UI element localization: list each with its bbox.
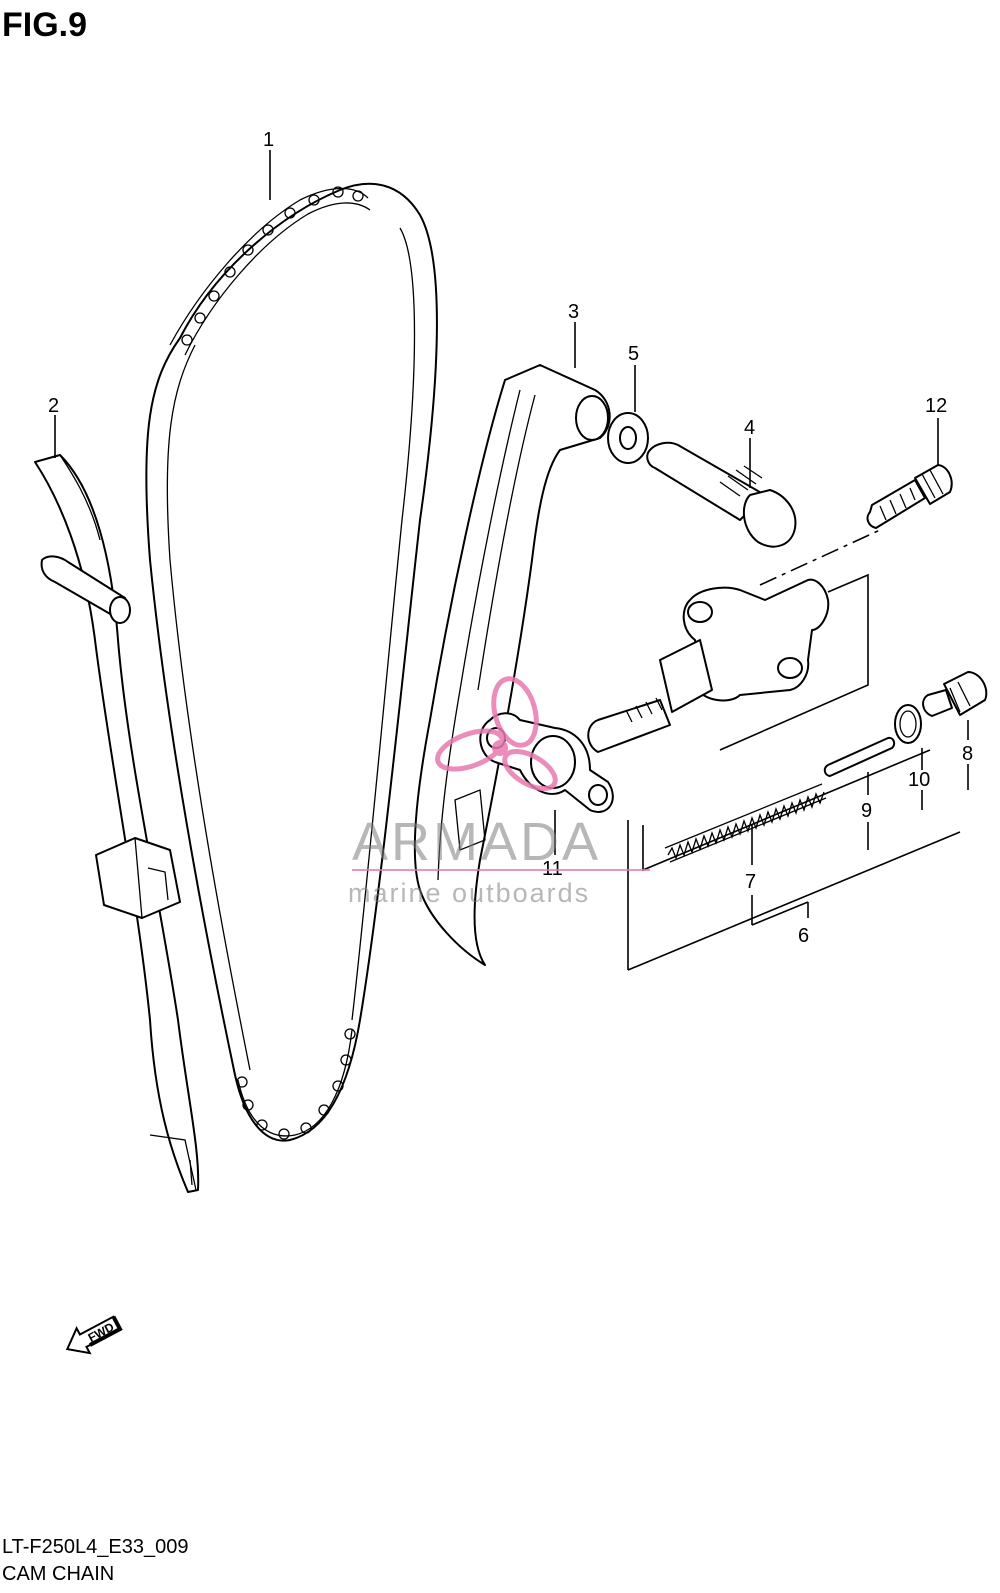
- watermark-logo-icon: [435, 676, 558, 792]
- callout-3: 3: [568, 301, 579, 323]
- o-ring: [894, 704, 922, 744]
- spring: [664, 783, 827, 863]
- chain-guide: [34, 454, 200, 1193]
- cam-chain: [145, 182, 438, 1142]
- pivot-bolt: [646, 441, 797, 548]
- cap-bolt: [922, 671, 988, 717]
- push-rod: [823, 736, 896, 777]
- callout-8: 8: [962, 743, 973, 765]
- washer: [607, 412, 649, 464]
- fwd-direction-arrow: FWD: [65, 1315, 123, 1355]
- leader-lines: [54, 150, 969, 926]
- callout-9: 9: [861, 800, 872, 822]
- tensioner-bolt: [866, 464, 953, 529]
- callout-12: 12: [925, 395, 947, 417]
- callout-2: 2: [48, 395, 59, 417]
- watermark: ARMADA marine outboards: [348, 676, 650, 908]
- callout-5: 5: [628, 343, 639, 365]
- callout-1: 1: [263, 129, 274, 151]
- watermark-brand: ARMADA: [352, 812, 601, 872]
- callout-6: 6: [798, 925, 809, 947]
- callout-4: 4: [744, 417, 755, 439]
- chain-links-bottom: [236, 1028, 356, 1140]
- drawing-name: CAM CHAIN: [2, 1563, 115, 1585]
- figure-title: FIG.9: [2, 6, 88, 44]
- drawing-code: LT-F250L4_E33_009: [2, 1536, 189, 1558]
- tensioner-guide: [413, 364, 611, 966]
- callout-10: 10: [908, 769, 930, 791]
- chain-links-top: [169, 186, 371, 356]
- tensioner-body: [587, 578, 830, 753]
- callout-numbers: 1 2 3 4 5 6 7 8 9 10 11 12: [48, 129, 973, 947]
- callout-7: 7: [745, 871, 756, 893]
- watermark-tagline: marine outboards: [348, 878, 590, 908]
